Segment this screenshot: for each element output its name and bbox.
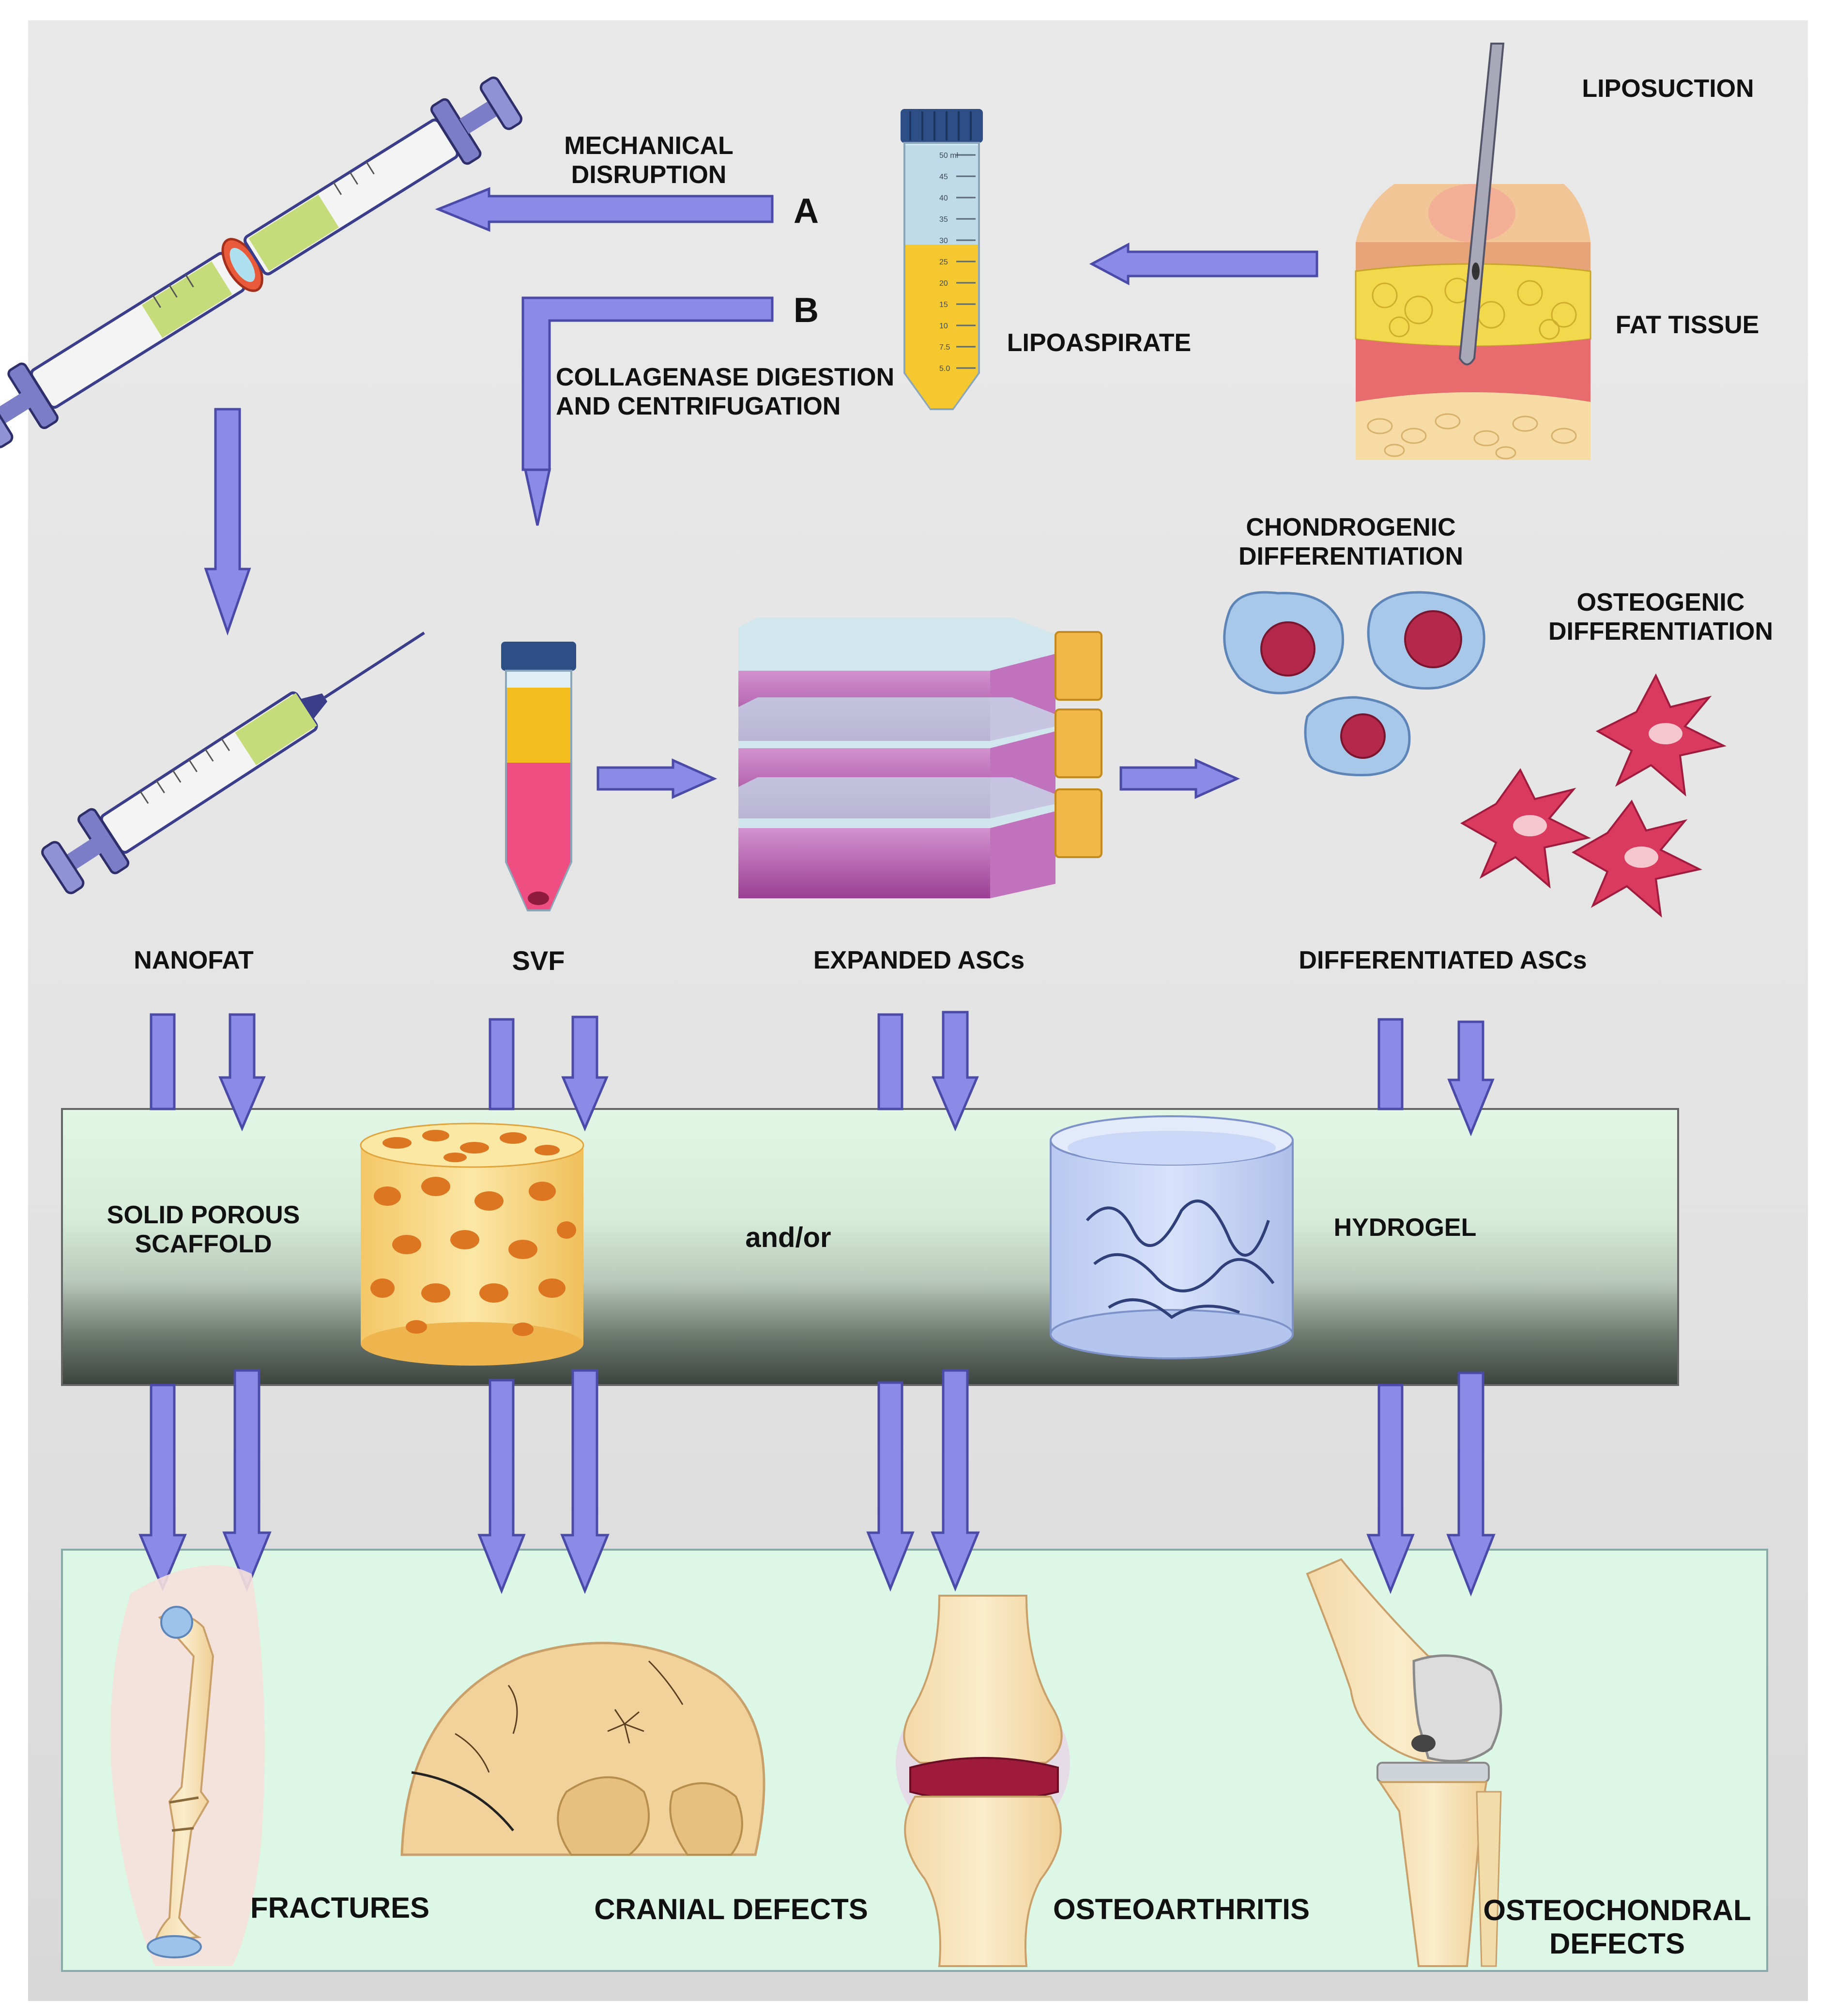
arrow-mechanical-disruption — [435, 187, 774, 232]
arrow-osteochondral-left — [1366, 1384, 1415, 1594]
arrow-differentiated-right-down — [1447, 1020, 1495, 1137]
tube-scale-label: 10 — [939, 322, 948, 330]
svf-tube-icon — [501, 642, 576, 911]
arrow-group — [138, 187, 1496, 1597]
arrow-osteoarthritis-right — [931, 1369, 980, 1592]
label-collagenase-digestion: COLLAGENASE DIGESTION AND CENTRIFUGATION — [556, 363, 895, 420]
arrow-to-nanofat — [204, 408, 251, 636]
syringe-pair-icon — [0, 77, 522, 448]
arrow-fractures-right — [222, 1369, 272, 1592]
tube-scale-label: 25 — [939, 258, 948, 266]
label-route-a: A — [794, 192, 819, 231]
arrow-expanded-left-down — [877, 1013, 903, 1110]
tube-scale-label: 7.5 — [939, 343, 950, 352]
arrow-svf-to-flasks — [596, 758, 718, 799]
arrow-osteoarthritis-left — [866, 1381, 915, 1592]
arrow-nanofat-left-down — [150, 1013, 176, 1110]
arrow-cranial-left — [477, 1379, 526, 1594]
skull-icon — [400, 1642, 765, 1856]
arrow-collagenase-digestion — [521, 296, 774, 526]
scaffold-band — [61, 1108, 1679, 1386]
tube-scale-label: 15 — [939, 301, 948, 309]
tube-scale-label: 50 ml — [939, 152, 958, 160]
label-hydrogel: HYDROGEL — [1334, 1214, 1477, 1242]
tube-scale-label: 30 — [939, 237, 948, 245]
label-differentiated-ascs: DIFFERENTIATED ASCs — [1299, 946, 1587, 974]
arrow-cranial-right — [560, 1369, 610, 1594]
tube-scale-label: 45 — [939, 173, 948, 181]
arrow-svf-right-down — [561, 1016, 609, 1132]
label-chondrogenic-differentiation: CHONDROGENIC DIFFERENTIATION — [1238, 513, 1464, 570]
arrow-fractures-left — [138, 1384, 187, 1592]
label-fractures: FRACTURES — [250, 1892, 429, 1924]
label-and-or: and/or — [745, 1222, 831, 1253]
lipoaspirate-tube-scale: 50 ml 45 40 35 30 25 20 15 10 7.5 5.0 — [939, 152, 976, 373]
label-osteochondral-defects: OSTEOCHONDRAL DEFECTS — [1483, 1894, 1751, 1960]
arrow-nanofat-right-down — [218, 1013, 266, 1132]
porous-scaffold-icon — [360, 1123, 584, 1366]
label-mechanical-disruption: MECHANICAL DISRUPTION — [564, 132, 734, 189]
hydrogel-icon — [1050, 1115, 1294, 1359]
label-fat-tissue: FAT TISSUE — [1616, 311, 1759, 339]
labels-group: LIPOSUCTION FAT TISSUE LIPOASPIRATE A B … — [134, 75, 1759, 1925]
culture-flasks-icon — [738, 617, 1102, 898]
knee-implant-icon — [1306, 1558, 1502, 1967]
osteocyte-cells-icon — [1460, 673, 1727, 918]
tube-scale-label: 35 — [939, 215, 948, 224]
fat-tissue-illustration — [1355, 43, 1591, 460]
lipoaspirate-tube-icon — [901, 109, 983, 410]
arrow-differentiated-left-down — [1377, 1018, 1404, 1110]
label-liposuction: LIPOSUCTION — [1582, 75, 1754, 103]
chondrocyte-cells-icon — [1223, 591, 1485, 776]
arrow-svf-left-down — [489, 1018, 515, 1110]
label-lipoaspirate: LIPOASPIRATE — [1007, 329, 1191, 357]
label-osteoarthritis: OSTEOARTHRITIS — [1053, 1893, 1310, 1925]
fractured-femur-icon — [110, 1565, 265, 1966]
label-expanded-ascs: EXPANDED ASCs — [813, 946, 1025, 974]
label-svf: SVF — [512, 945, 565, 976]
label-nanofat: NANOFAT — [134, 946, 254, 974]
arrow-expanded-right-down — [932, 1011, 979, 1132]
arrow-flasks-to-differentiated — [1119, 758, 1240, 799]
arrow-liposuction-to-lipoaspirate — [1089, 242, 1318, 286]
arrow-osteochondral-right — [1446, 1371, 1496, 1597]
label-cranial-defects: CRANIAL DEFECTS — [594, 1893, 868, 1925]
tube-scale-label: 5.0 — [939, 365, 950, 373]
label-route-b: B — [794, 291, 819, 330]
nanofat-syringe-icon — [41, 631, 425, 894]
cannula-icon — [1458, 43, 1505, 366]
tube-scale-label: 40 — [939, 194, 948, 202]
label-solid-porous-scaffold: SOLID POROUS SCAFFOLD — [107, 1201, 300, 1258]
label-osteogenic-differentiation: OSTEOGENIC DIFFERENTIATION — [1548, 588, 1774, 646]
osteoarthritic-joint-icon — [896, 1595, 1070, 1967]
tube-scale-label: 20 — [939, 279, 948, 288]
